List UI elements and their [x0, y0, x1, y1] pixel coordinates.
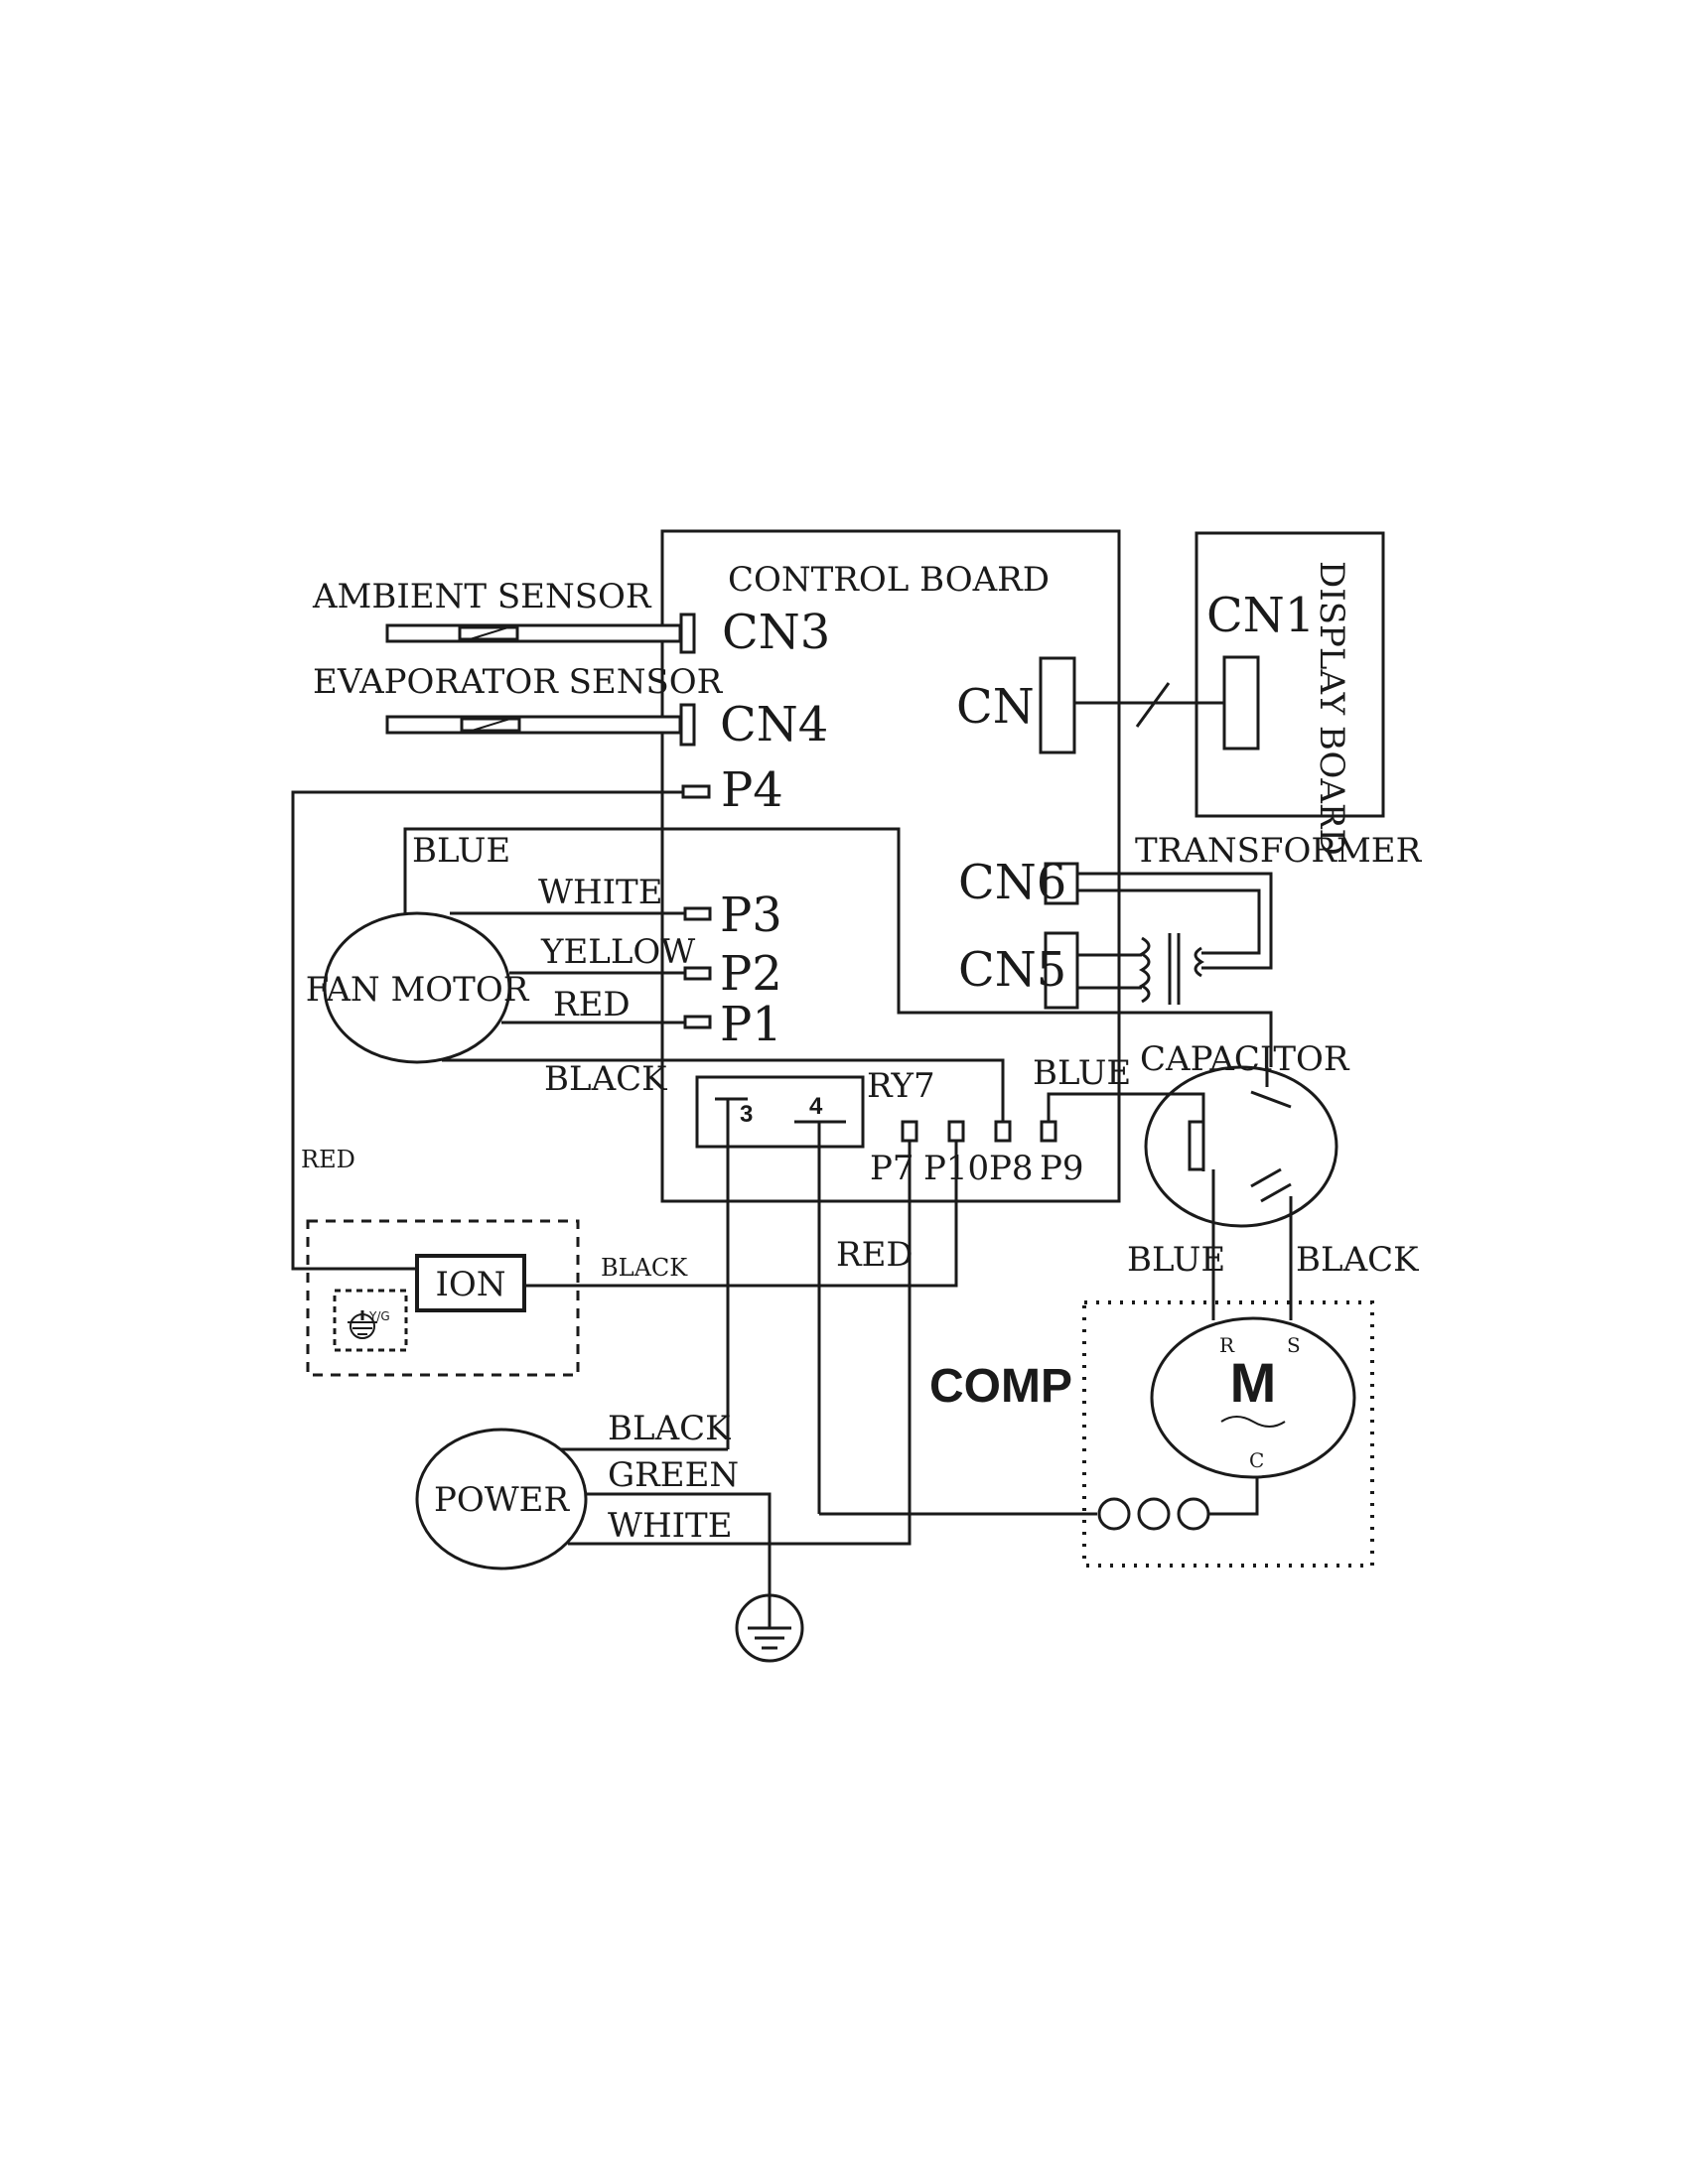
cn6-label: CN6 — [958, 855, 1066, 910]
evaporator-sensor-label: EVAPORATOR SENSOR — [313, 662, 724, 702]
cn3-connector — [679, 613, 696, 654]
transformer-coil — [1138, 933, 1204, 1005]
cn4-label: CN4 — [720, 697, 828, 752]
p4-label: P4 — [721, 762, 783, 818]
p7-terminal — [901, 1120, 918, 1143]
compressor-dotted-box — [1082, 1300, 1374, 1568]
p10-red-wire-label: RED — [836, 1235, 914, 1275]
fan-black-wire-label: BLACK — [544, 1059, 667, 1099]
p2-label: P2 — [720, 946, 782, 1002]
ion-black-wire-label: BLACK — [601, 1254, 688, 1282]
cap-black-wire-label: BLACK — [1296, 1240, 1419, 1280]
control-cn1-connector — [1039, 656, 1076, 754]
ground-icon — [735, 1593, 804, 1663]
transformer-label: TRANSFORMER — [1135, 831, 1423, 871]
power-source — [415, 1428, 588, 1570]
yg-dashed-box — [333, 1289, 408, 1352]
display-cn1-label: CN1 — [1206, 588, 1315, 643]
ion-module — [415, 1254, 526, 1312]
ion-label: ION — [435, 1265, 505, 1304]
ion-dashed-box — [306, 1219, 580, 1377]
p1-label: P1 — [720, 997, 782, 1052]
display-board-label: DISPLAY BOARD — [1312, 561, 1351, 856]
cn6-connector — [1044, 862, 1079, 905]
power-white-wire-label: WHITE — [608, 1506, 733, 1546]
fan-blue-wire-label: BLUE — [412, 831, 510, 871]
fan-motor-label: FAN MOTOR — [306, 970, 530, 1010]
yg-label: Y/G — [368, 1309, 390, 1323]
p3-terminal — [683, 906, 712, 921]
evaporator-sensor-probe — [385, 715, 682, 735]
ion-red-wire-label: RED — [301, 1146, 355, 1173]
cap-blue-wire-label: BLUE — [1127, 1240, 1225, 1280]
p2-terminal — [683, 966, 712, 981]
p9-terminal — [1040, 1120, 1057, 1143]
p8-terminal — [994, 1120, 1012, 1143]
fan-yellow-wire-label: YELLOW — [540, 932, 695, 972]
p9-blue-wire-label: BLUE — [1033, 1053, 1131, 1093]
relay-ry7 — [695, 1075, 865, 1149]
p7-label: P7 — [870, 1149, 914, 1188]
p9-label: P9 — [1040, 1149, 1084, 1188]
relay-terminal-4: 4 — [809, 1093, 823, 1120]
overload-protector-icon — [1097, 1497, 1210, 1531]
p8-label: P8 — [989, 1149, 1034, 1188]
p10-terminal — [947, 1120, 965, 1143]
control-board — [660, 529, 1121, 1203]
cn4-connector — [679, 703, 696, 747]
power-black-wire-label: BLACK — [608, 1409, 731, 1448]
control-board-title: CONTROL BOARD — [728, 560, 1050, 600]
ry7-label: RY7 — [867, 1066, 935, 1106]
bus-slash — [1135, 682, 1171, 728]
capacitor — [1144, 1065, 1338, 1228]
power-label: POWER — [434, 1480, 571, 1520]
p3-label: P3 — [720, 887, 782, 943]
compressor-motor — [1150, 1316, 1356, 1479]
comp-label: COMP — [929, 1360, 1072, 1413]
motor-r-label: R — [1219, 1333, 1235, 1357]
cn5-connector — [1044, 931, 1079, 1010]
motor-s-label: S — [1287, 1333, 1301, 1357]
display-cn1-connector — [1222, 655, 1260, 751]
ambient-sensor-probe — [385, 623, 682, 643]
power-green-wire-label: GREEN — [608, 1455, 739, 1495]
fan-motor — [323, 911, 511, 1064]
fan-white-wire-label: WHITE — [538, 873, 663, 912]
p1-terminal — [683, 1015, 712, 1029]
ambient-sensor-label: AMBIENT SENSOR — [312, 577, 652, 616]
capacitor-label: CAPACITOR — [1140, 1039, 1350, 1079]
relay-terminal-3: 3 — [740, 1101, 753, 1128]
p4-terminal — [681, 784, 711, 799]
fan-red-wire-label: RED — [553, 985, 631, 1024]
motor-c-label: C — [1249, 1448, 1264, 1472]
cn3-label: CN3 — [722, 605, 830, 660]
cn5-label: CN5 — [958, 942, 1066, 998]
display-board — [1195, 531, 1385, 818]
motor-m-label: M — [1230, 1351, 1277, 1414]
